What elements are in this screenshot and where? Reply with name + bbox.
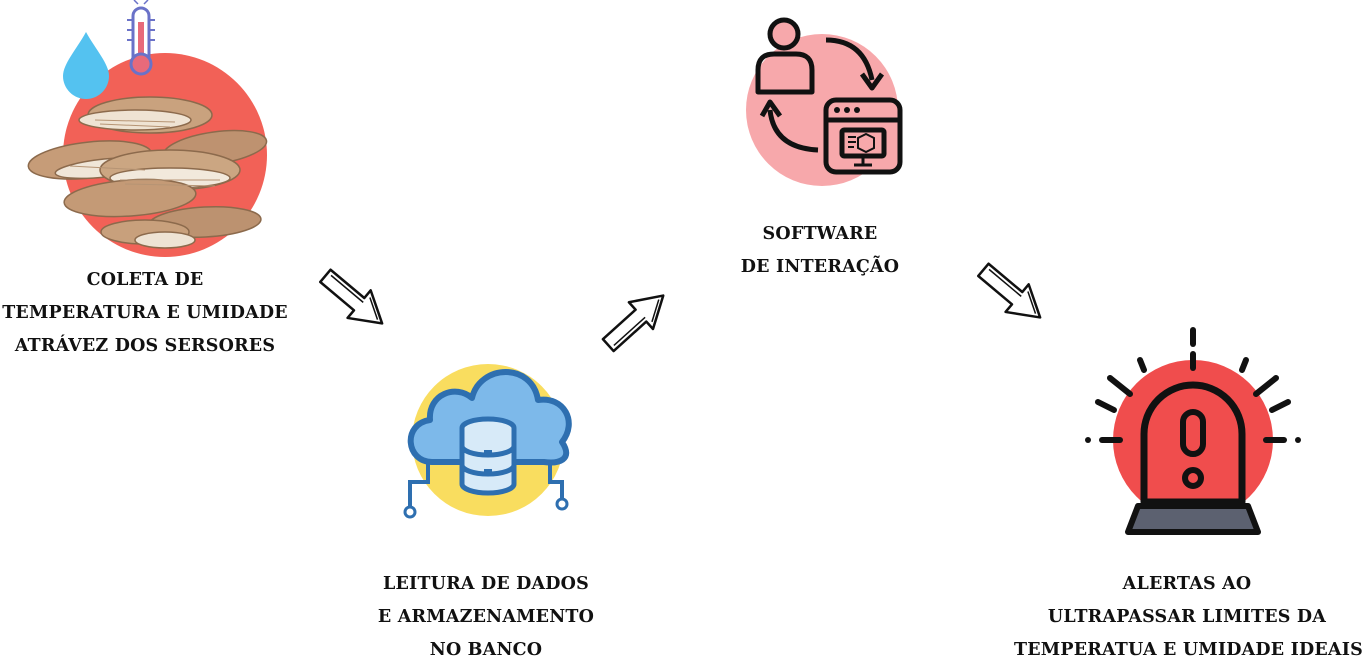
step-2-illustration bbox=[392, 350, 582, 525]
step-1-illustration bbox=[20, 0, 280, 260]
step-3-label: SOFTWARE DE INTERAÇÃO bbox=[740, 224, 900, 277]
step-2-label: LEITURA DE DADOS E ARMAZENAMENTO NO BANC… bbox=[377, 574, 595, 660]
arrow-3 bbox=[970, 256, 1052, 330]
hand-drawn-arrow-icon bbox=[601, 294, 665, 353]
arrow-2 bbox=[594, 282, 676, 360]
user-software-icon bbox=[746, 17, 903, 186]
step-4-illustration bbox=[1080, 322, 1306, 542]
mushroom-sensor-icon bbox=[27, 0, 268, 257]
hand-drawn-arrow-icon bbox=[977, 262, 1042, 319]
cloud-database-icon bbox=[403, 364, 572, 519]
step-3-illustration bbox=[738, 12, 908, 194]
arrow-1 bbox=[312, 262, 394, 336]
step-1-label: COLETA DE TEMPERATURA E UMIDADE ATRÁVEZ … bbox=[2, 270, 288, 356]
alarm-siren-icon bbox=[1085, 327, 1301, 535]
step-4-label: ALERTAS AO ULTRAPASSAR LIMITES DA TEMPER… bbox=[1014, 574, 1363, 660]
hand-drawn-arrow-icon bbox=[319, 268, 384, 325]
